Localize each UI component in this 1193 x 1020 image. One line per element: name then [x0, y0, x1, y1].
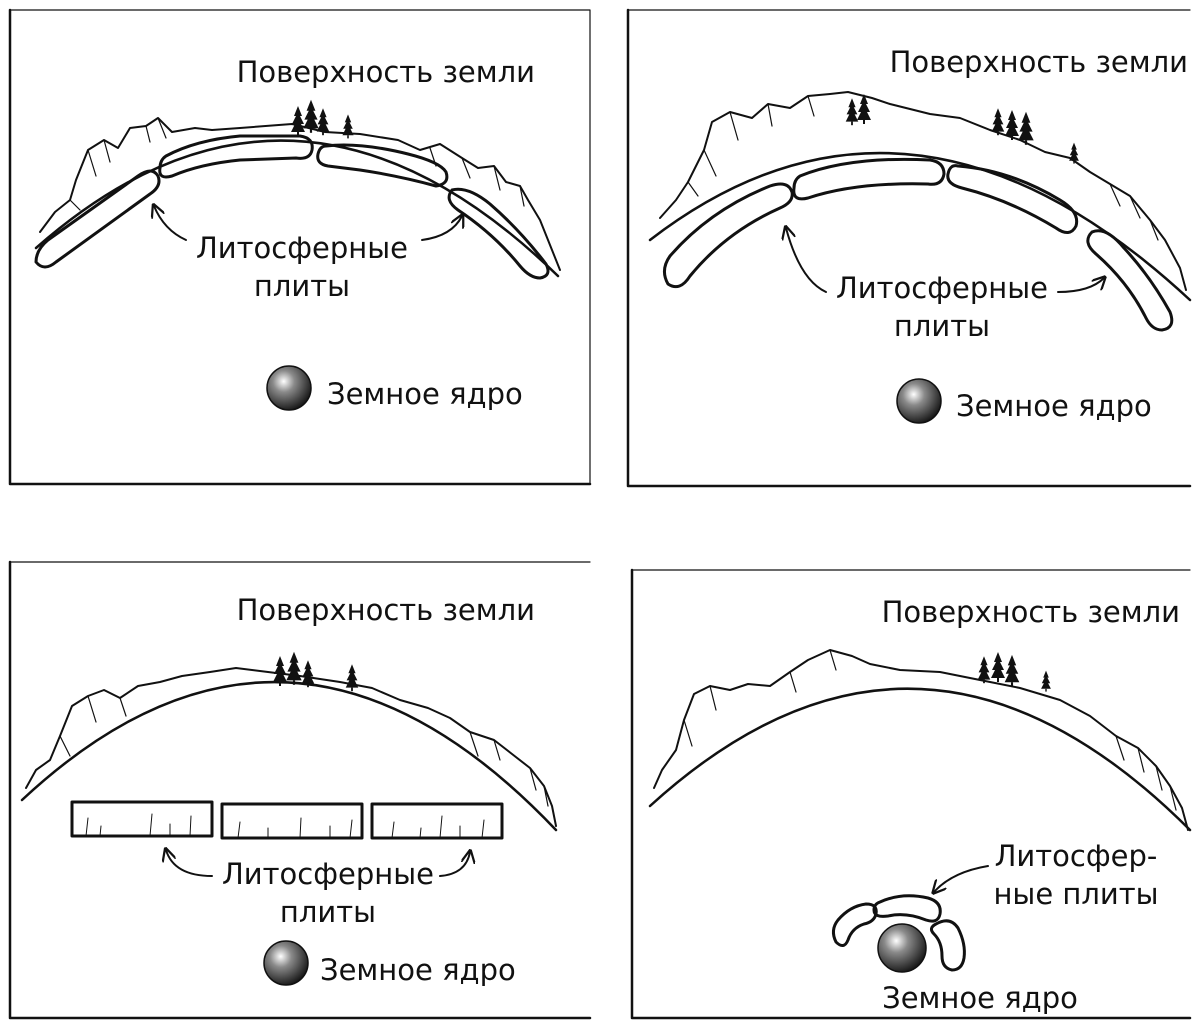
- panel-4-surface-label: Поверхность земли: [882, 595, 1180, 629]
- panel-4-arrow: [934, 866, 988, 892]
- panel-4: Поверхность земли Литосфер- ные плиты Зе…: [632, 570, 1190, 1018]
- panel-3-mountain-detail: [60, 696, 548, 806]
- panel-1-arrow-right: [422, 216, 462, 240]
- panel-2-arrow-right: [1058, 278, 1104, 292]
- panel-3-plates-label-line2: плиты: [280, 895, 376, 929]
- panel-4-mountains: [654, 650, 1188, 830]
- panel-4-core-icon: [878, 924, 926, 972]
- panel-1: Поверхность земли Литосферные плиты Земн…: [10, 10, 590, 484]
- panel-3-surface-arc: [22, 682, 556, 830]
- panel-3-surface-label: Поверхность земли: [237, 593, 535, 627]
- panel-1-surface-label: Поверхность земли: [237, 55, 535, 89]
- panel-3-plates-label-line1: Литосферные: [222, 857, 434, 891]
- panel-2-plates-label-line1: Литосферные: [836, 271, 1048, 305]
- panel-2-surface-label: Поверхность земли: [890, 45, 1188, 79]
- panel-3-plates: [72, 802, 502, 838]
- panel-2-core-label: Земное ядро: [956, 389, 1152, 423]
- panel-1-arrow-left: [154, 206, 186, 240]
- panel-1-plates-label-line2: плиты: [254, 269, 350, 303]
- panel-2-plates-label-line2: плиты: [894, 309, 990, 343]
- panel-3-core-label: Земное ядро: [320, 953, 516, 987]
- panel-1-core-icon: [267, 366, 311, 410]
- panel-2: Поверхность земли Литосферные плиты Земн…: [628, 10, 1190, 486]
- panel-4-core-label: Земное ядро: [882, 981, 1078, 1015]
- panel-4-surface-arc: [650, 689, 1190, 830]
- panel-1-plates-label-line1: Литосферные: [196, 231, 408, 265]
- panel-3-arrow-right: [440, 852, 470, 876]
- panel-3-arrow-left: [166, 850, 212, 876]
- panel-4-plates-label-line2: ные плиты: [993, 877, 1158, 911]
- panel-4-mountain-detail: [684, 650, 1176, 810]
- panel-1-core-label: Земное ядро: [327, 377, 523, 411]
- panel-3-core-icon: [264, 941, 308, 985]
- panel-2-arrow-left: [786, 228, 826, 292]
- panel-2-mountains: [660, 92, 1186, 290]
- panel-3: Поверхность земли Литосферные плиты Земн…: [10, 562, 590, 1018]
- panel-2-core-icon: [897, 379, 941, 423]
- panel-4-plates-label-line1: Литосфер-: [995, 839, 1158, 873]
